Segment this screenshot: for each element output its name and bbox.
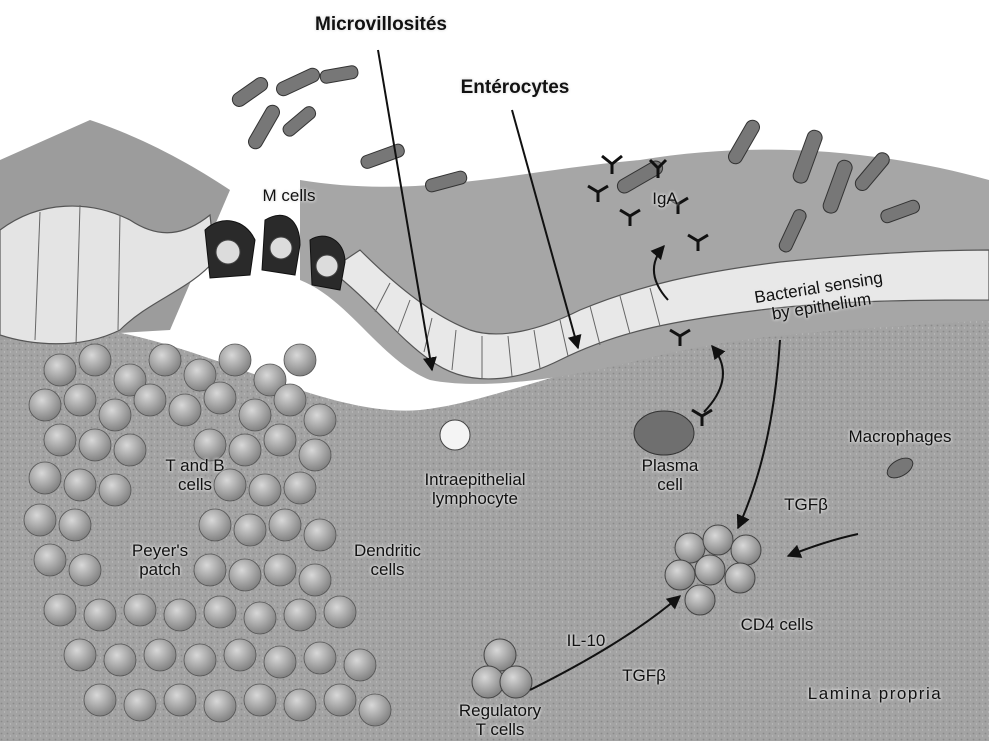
plasma-cell-shape xyxy=(634,411,694,455)
label-il10: IL-10 xyxy=(556,631,616,650)
label-tgfb-macrophage: TGFβ xyxy=(776,495,836,514)
label-regulatory-t-cells: Regulatory T cells xyxy=(440,701,560,739)
label-m-cells: M cells xyxy=(244,186,334,205)
label-iga: IgA xyxy=(640,189,690,208)
label-t-and-b-cells: T and B cells xyxy=(150,456,240,494)
label-enterocytes: Entérocytes xyxy=(440,78,590,97)
label-macrophages: Macrophages xyxy=(840,427,960,446)
label-microvillosites: Microvillosités xyxy=(286,15,476,34)
label-dendritic-cells: Dendritic cells xyxy=(340,541,435,579)
label-plasma-cell: Plasma cell xyxy=(630,456,710,494)
label-peyers-patch: Peyer's patch xyxy=(115,541,205,579)
intraepithelial-lymphocyte-shape xyxy=(440,420,470,450)
label-tgfb-regulatory: TGFβ xyxy=(614,666,674,685)
label-cd4-cells: CD4 cells xyxy=(722,615,832,634)
label-lamina-propria: Lamina propria xyxy=(775,684,975,703)
label-intraepithelial-lymphocyte: Intraepithelial lymphocyte xyxy=(400,470,550,508)
